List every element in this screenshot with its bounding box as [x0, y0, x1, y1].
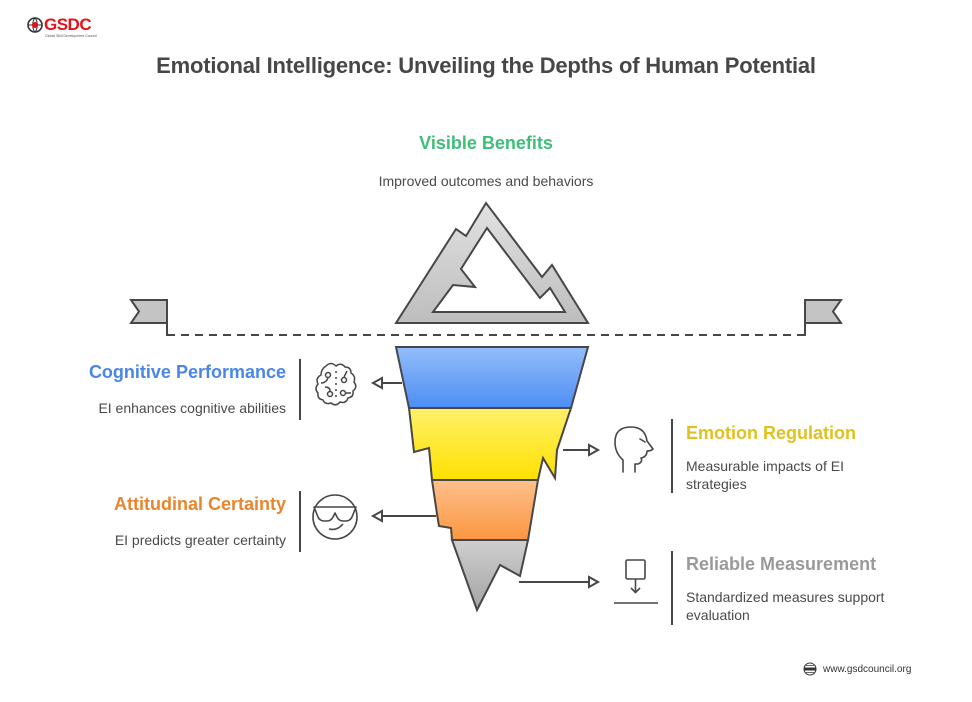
attitudinal-certainty-heading: Attitudinal Certainty — [113, 494, 286, 514]
cognitive-performance-heading: Cognitive Performance — [88, 362, 286, 382]
separator-emotion — [671, 419, 673, 493]
arrow-attitudinal-certainty — [370, 509, 436, 523]
council-seal-icon — [803, 662, 817, 676]
separator-attitudinal — [299, 491, 301, 552]
sunglasses-face-icon — [312, 494, 358, 540]
visible-benefits-heading: Visible Benefits — [419, 133, 553, 153]
head-profile-icon — [614, 426, 654, 473]
logo-tagline: Global Skill Development Council — [45, 34, 97, 38]
arrow-reliable-measurement — [519, 575, 601, 589]
separator-measurement — [671, 551, 673, 625]
arrow-emotion-regulation — [563, 443, 601, 457]
layer-emotion-regulation — [407, 407, 573, 482]
right-flag-icon — [804, 299, 843, 336]
separator-cognitive — [299, 359, 301, 420]
layer-attitudinal-certainty — [430, 479, 540, 541]
layer-cognitive-performance — [394, 346, 590, 409]
arrow-cognitive-performance — [370, 376, 402, 390]
attitudinal-certainty-description: EI predicts greater certainty — [114, 532, 286, 548]
mountain-peak-icon — [394, 201, 590, 324]
visible-benefits-description: Improved outcomes and behaviors — [378, 173, 594, 189]
reliable-measurement-description: Standardized measures support evaluation — [686, 589, 885, 623]
emotion-regulation-description: Measurable impacts of EI strategies — [686, 458, 844, 492]
left-flag-icon — [129, 299, 168, 336]
measure-down-icon — [614, 559, 658, 604]
gsdc-logo: GSDC Global Skill Development Council — [26, 15, 116, 40]
footer-url[interactable]: www.gsdcouncil.org — [823, 663, 912, 675]
footer: www.gsdcouncil.org — [803, 661, 911, 677]
reliable-measurement-heading: Reliable Measurement — [686, 554, 877, 574]
layer-reliable-measurement — [450, 539, 530, 613]
logo-text: GSDC — [44, 15, 92, 34]
globe-icon — [27, 17, 43, 33]
brain-icon — [315, 362, 357, 406]
page-title: Emotional Intelligence: Unveiling the De… — [156, 53, 816, 78]
cognitive-performance-description: EI enhances cognitive abilities — [98, 400, 286, 416]
emotion-regulation-heading: Emotion Regulation — [686, 423, 856, 443]
